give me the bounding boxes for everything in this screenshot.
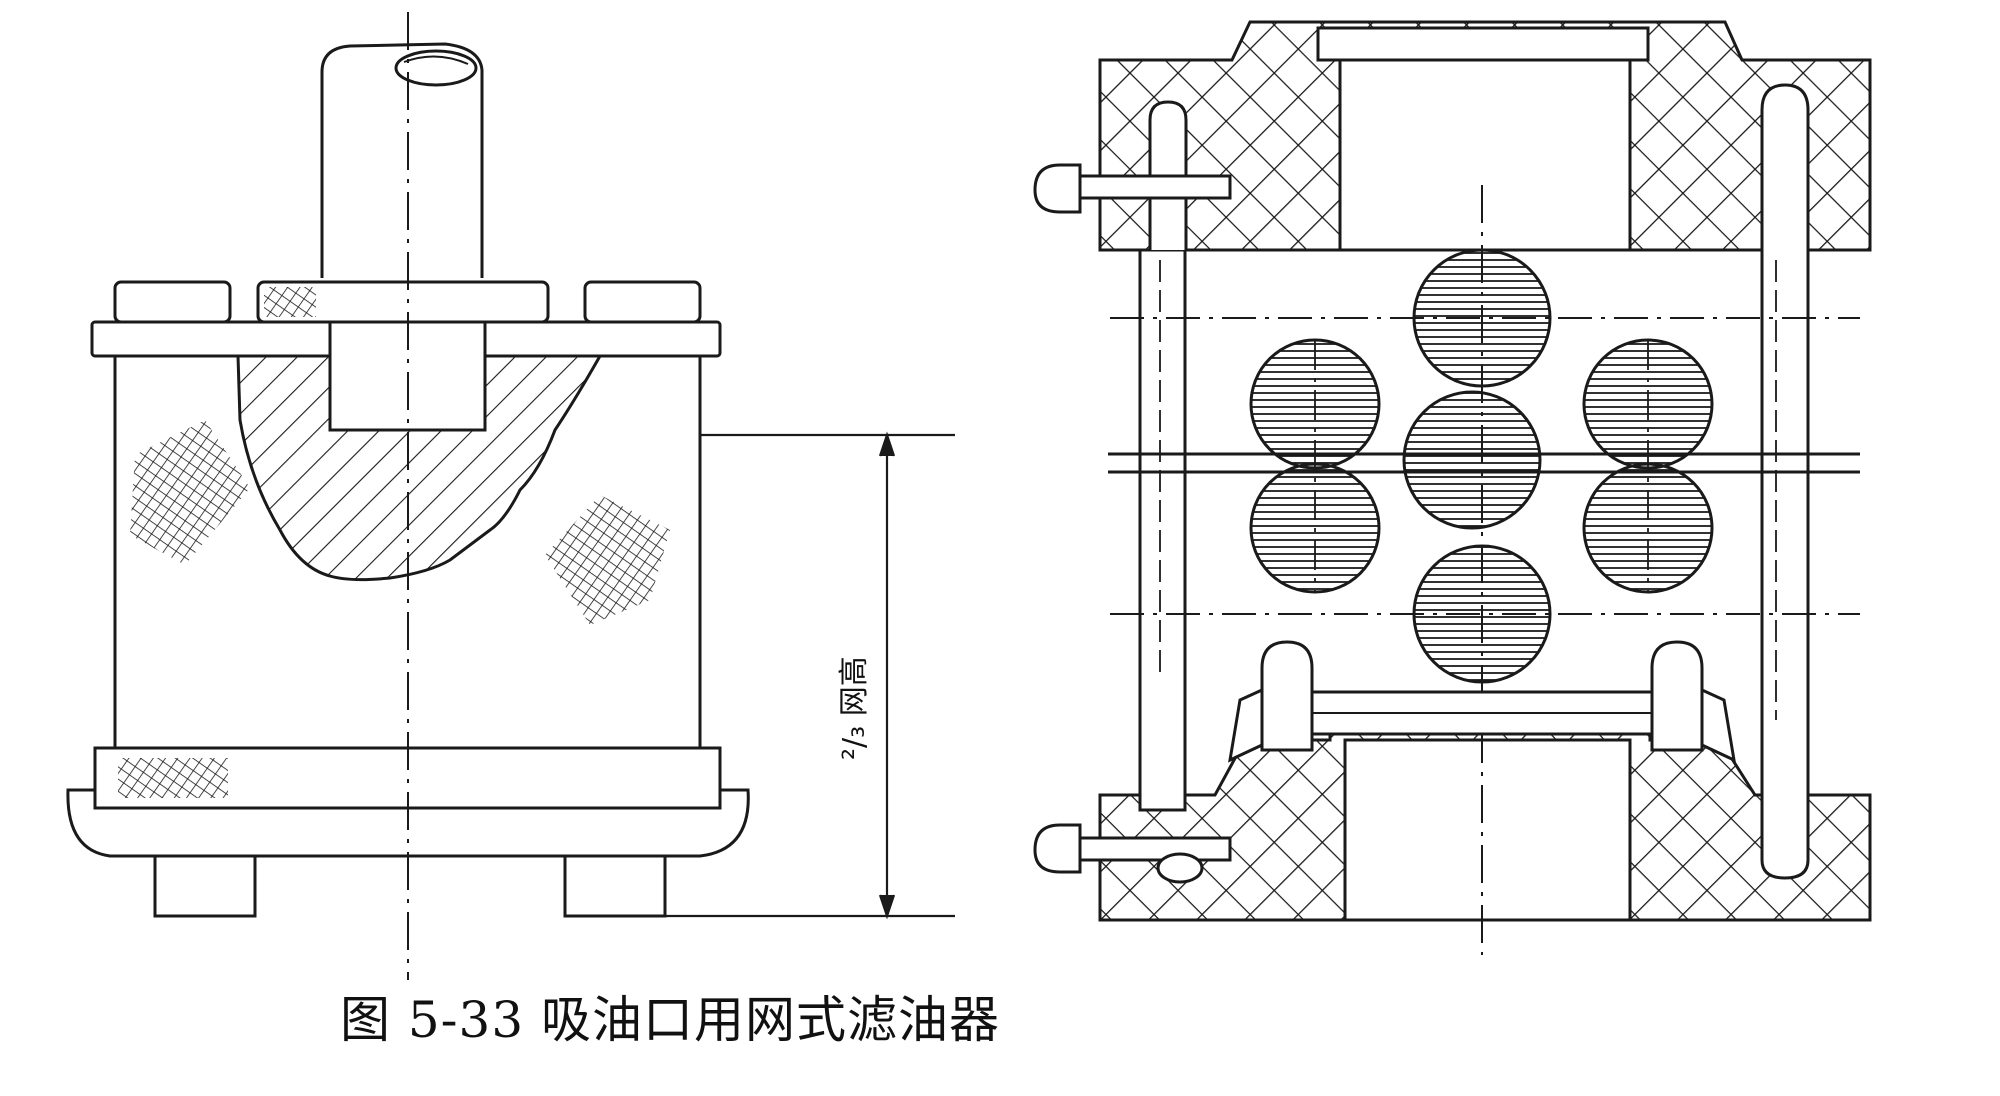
filter-disc-stack — [1249, 248, 1714, 684]
mesh-patch-right — [545, 495, 670, 625]
bottom-port — [1343, 738, 1632, 922]
bolt-top-left — [1033, 163, 1082, 214]
filter-disc — [1412, 248, 1552, 388]
right-filter-view — [1033, 20, 1872, 955]
top-port — [1338, 58, 1632, 252]
dimension-two-thirds-mesh-height — [665, 431, 955, 920]
foot-left — [153, 854, 257, 918]
filter-disc — [1412, 544, 1552, 684]
stud-left — [1260, 640, 1314, 752]
top-tab-left — [113, 280, 232, 324]
mesh-patch-left — [130, 420, 250, 565]
rod-left — [1138, 248, 1187, 812]
left-filter-view — [66, 12, 750, 980]
dimension-label: ²/₃ 网高 — [837, 656, 872, 760]
stud-right — [1650, 640, 1704, 752]
filter-disc — [1402, 390, 1542, 530]
figure-caption: 图 5-33 吸油口用网式滤油器 — [339, 991, 1001, 1049]
top-tab-right — [583, 280, 702, 324]
bolt-bottom-left — [1033, 823, 1082, 874]
foot-right — [563, 854, 667, 918]
suction-pipe — [320, 42, 484, 278]
rod-right-hook — [1760, 83, 1810, 880]
